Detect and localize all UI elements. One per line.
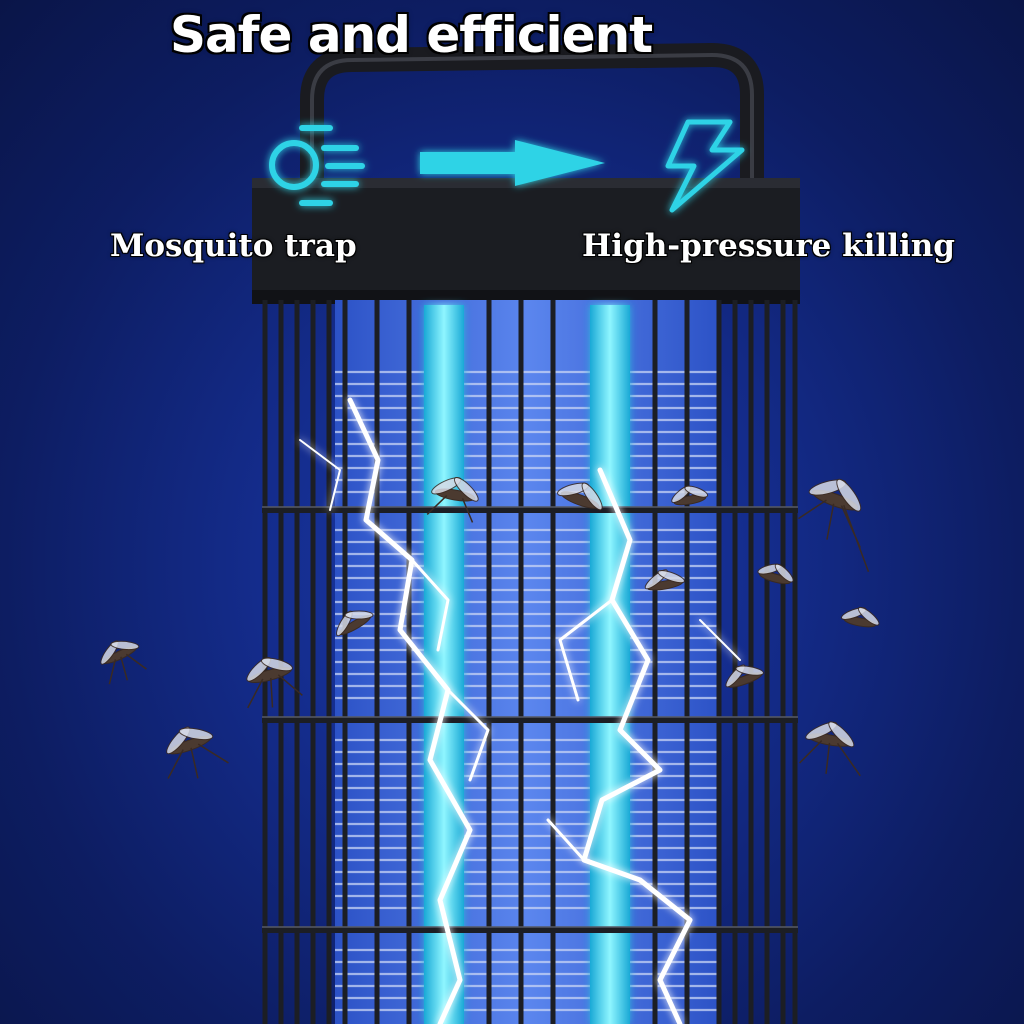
high-pressure-killing-label: High-pressure killing — [582, 228, 955, 264]
uv-tubes — [424, 305, 630, 1024]
mosquito-trap-label: Mosquito trap — [110, 228, 357, 264]
lightning-bolt-icon — [665, 119, 745, 213]
mosquitoes — [100, 476, 880, 779]
headline: Safe and efficient — [170, 6, 653, 64]
mosquito-trap-icon — [269, 125, 365, 206]
top-housing — [252, 178, 800, 302]
uv-tube-right — [590, 305, 630, 1024]
arrow-right-icon — [420, 140, 605, 186]
lightning-arcs — [299, 397, 741, 1024]
